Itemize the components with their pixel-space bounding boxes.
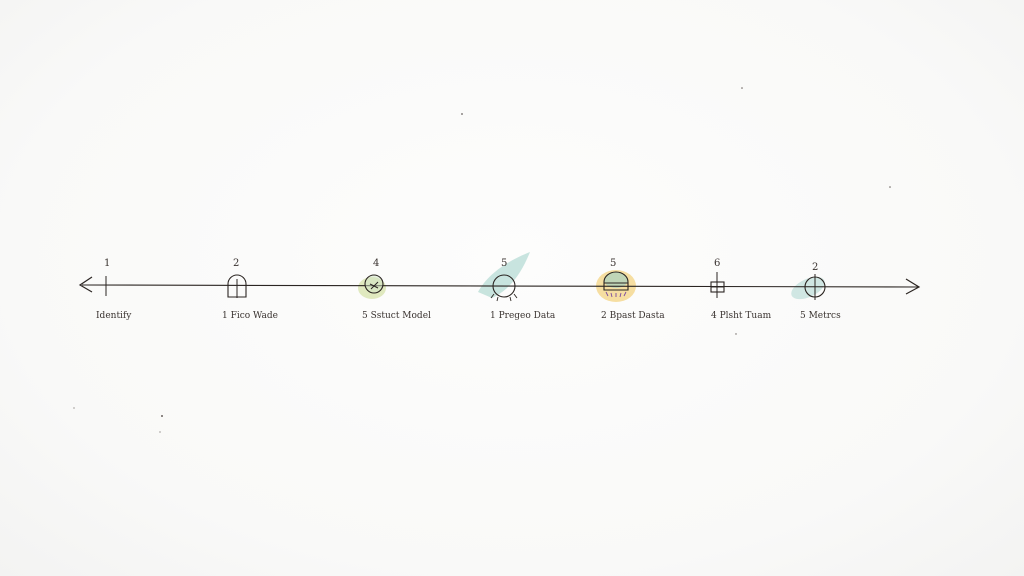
box-node-icon bbox=[710, 272, 725, 298]
step-number: 5 bbox=[501, 258, 507, 269]
half-circle-icon bbox=[227, 274, 247, 298]
step-number: 2 bbox=[233, 258, 239, 269]
paper-specks bbox=[73, 87, 891, 433]
watercolor-washes bbox=[358, 252, 825, 302]
step-number: 4 bbox=[373, 258, 379, 269]
timeline-step-2: 2 1 Fico Wade bbox=[222, 258, 278, 321]
step-label: 1 Fico Wade bbox=[222, 311, 278, 321]
step-label: 4 Plsht Tuam bbox=[711, 311, 772, 321]
timeline-step-6: 6 4 Plsht Tuam bbox=[710, 258, 772, 321]
half-filled-circle-icon bbox=[603, 271, 629, 298]
timeline-step-4: 5 1 Pregeo Data bbox=[490, 258, 556, 321]
arrow-right-icon bbox=[905, 278, 921, 295]
wash-step-7 bbox=[791, 276, 825, 300]
step-label: 5 Metrcs bbox=[800, 311, 841, 321]
target-circle-icon bbox=[364, 274, 384, 294]
step-number: 6 bbox=[714, 258, 720, 269]
timeline-axis bbox=[81, 284, 919, 288]
timeline-step-1: 1 Identify bbox=[96, 258, 132, 321]
wash-step-5-teal bbox=[604, 272, 628, 288]
step-label: 5 Sstuct Model bbox=[362, 311, 431, 321]
step-number: 5 bbox=[610, 258, 616, 269]
timeline-step-3: 4 5 Sstuct Model bbox=[362, 258, 431, 321]
step-number: 1 bbox=[104, 258, 110, 269]
timeline-step-7: 2 5 Metrcs bbox=[800, 262, 841, 321]
step-label: 2 Bpast Dasta bbox=[601, 311, 665, 321]
arrow-left-icon bbox=[78, 276, 93, 293]
timeline-step-5: 5 2 Bpast Dasta bbox=[601, 258, 665, 321]
step-number: 2 bbox=[812, 262, 818, 273]
step-label: 1 Pregeo Data bbox=[490, 311, 556, 321]
open-circle-icon bbox=[490, 274, 518, 302]
crosshair-circle-icon bbox=[804, 274, 826, 300]
step-label: Identify bbox=[96, 311, 132, 321]
